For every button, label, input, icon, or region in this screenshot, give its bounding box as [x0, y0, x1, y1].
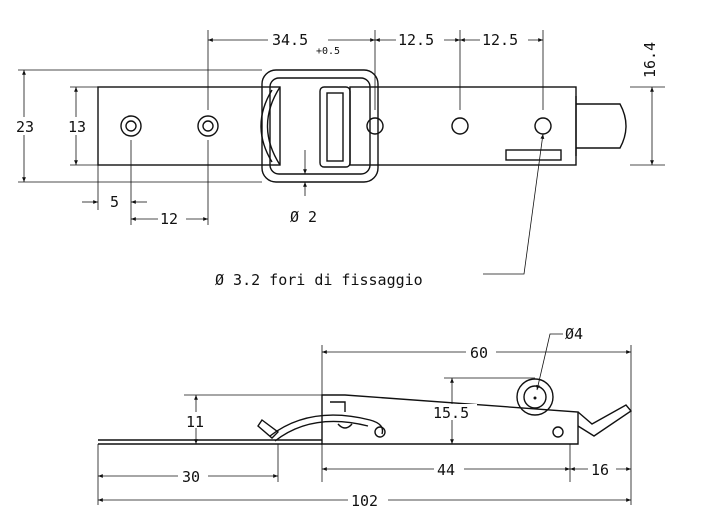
dim-spacing-1: 12.5	[398, 31, 434, 49]
side-view: Ø4 60 11 15.5 30 44 16 102	[97, 325, 633, 510]
lever-slot	[505, 149, 562, 161]
base-hole-2-inner	[202, 120, 214, 132]
dim-tolerance: +0.5	[316, 46, 340, 57]
dim-height-total: 16.4	[641, 42, 659, 78]
base-plate	[97, 86, 281, 166]
wire-loop-inner	[269, 77, 371, 175]
dim-overall: 102	[351, 492, 378, 510]
dim-left-length: 30	[182, 468, 200, 486]
dim-wire: Ø 2	[290, 208, 317, 226]
dim-base-length: 44	[437, 461, 455, 479]
dim-height-roller: 15.5	[433, 404, 469, 422]
dim-hole-spacing: 12	[160, 210, 178, 228]
dim-roller: Ø4	[565, 325, 583, 343]
upper-lever	[321, 394, 579, 445]
top-view: 34.5 +0.5 12.5 12.5 16.4 23 13 5 12	[14, 30, 665, 289]
callout-holes: Ø 3.2 fori di fissaggio	[215, 271, 423, 289]
dim-overall-upper: 60	[470, 344, 488, 362]
lever-curve	[266, 86, 281, 166]
dim-edge: 5	[110, 193, 119, 211]
hook	[577, 404, 633, 437]
dim-width-inner: 13	[68, 118, 86, 136]
dim-spacing-2: 12.5	[482, 31, 518, 49]
lever-hole-1	[366, 117, 384, 135]
dim-width-outer: 23	[16, 118, 34, 136]
hook-tab	[576, 103, 627, 149]
roller	[516, 378, 554, 416]
base-hole-1	[120, 115, 142, 137]
lever-hole-3	[534, 117, 552, 135]
base-hole-1-inner	[125, 120, 137, 132]
base-hole-2	[197, 115, 219, 137]
wire-loop-outer	[261, 69, 379, 183]
dim-length-main: 34.5	[272, 31, 308, 49]
dim-height-left: 11	[186, 413, 204, 431]
clip	[319, 86, 351, 168]
lever-body	[349, 86, 577, 166]
lever-hole-2	[451, 117, 469, 135]
dim-hook-length: 16	[591, 461, 609, 479]
